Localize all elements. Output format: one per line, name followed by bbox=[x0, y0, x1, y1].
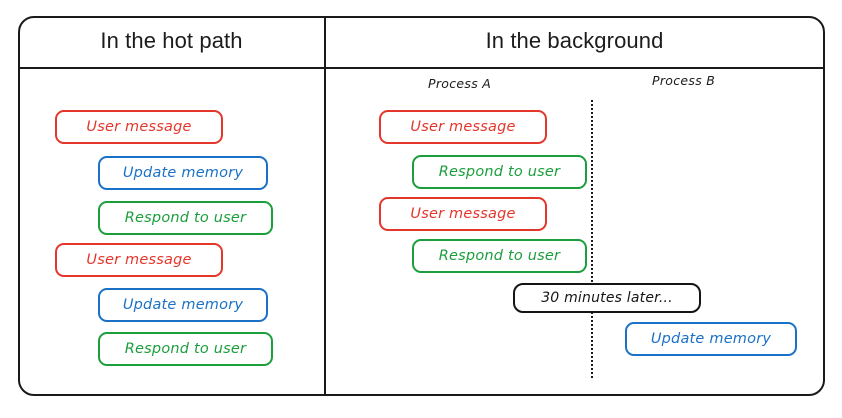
process-a-step-respond-to-user-4: Respond to user bbox=[412, 239, 587, 273]
process-b-step-update-memory-1: Update memory bbox=[625, 322, 797, 356]
process-a-step-respond-to-user-2: Respond to user bbox=[412, 155, 587, 189]
process-divider-dotted-line bbox=[591, 100, 593, 378]
hot-path-step-respond-to-user-6: Respond to user bbox=[98, 332, 273, 366]
process-b-label: Process B bbox=[652, 73, 716, 88]
process-a-label: Process A bbox=[428, 76, 492, 91]
hot-path-step-respond-to-user-3: Respond to user bbox=[98, 201, 273, 235]
hot-path-step-user-message-4: User message bbox=[55, 243, 223, 277]
time-note-note-1: 30 minutes later... bbox=[513, 283, 701, 313]
panel-title-hot-path: In the hot path bbox=[100, 28, 243, 53]
process-a-step-user-message-1: User message bbox=[379, 110, 547, 144]
hot-path-step-update-memory-5: Update memory bbox=[98, 288, 268, 322]
process-a-step-user-message-3: User message bbox=[379, 197, 547, 231]
header-separator-line bbox=[18, 67, 825, 69]
hot-path-step-update-memory-2: Update memory bbox=[98, 156, 268, 190]
column-divider-line bbox=[324, 16, 326, 396]
panel-title-background: In the background bbox=[485, 28, 664, 53]
hot-path-step-user-message-1: User message bbox=[55, 110, 223, 144]
